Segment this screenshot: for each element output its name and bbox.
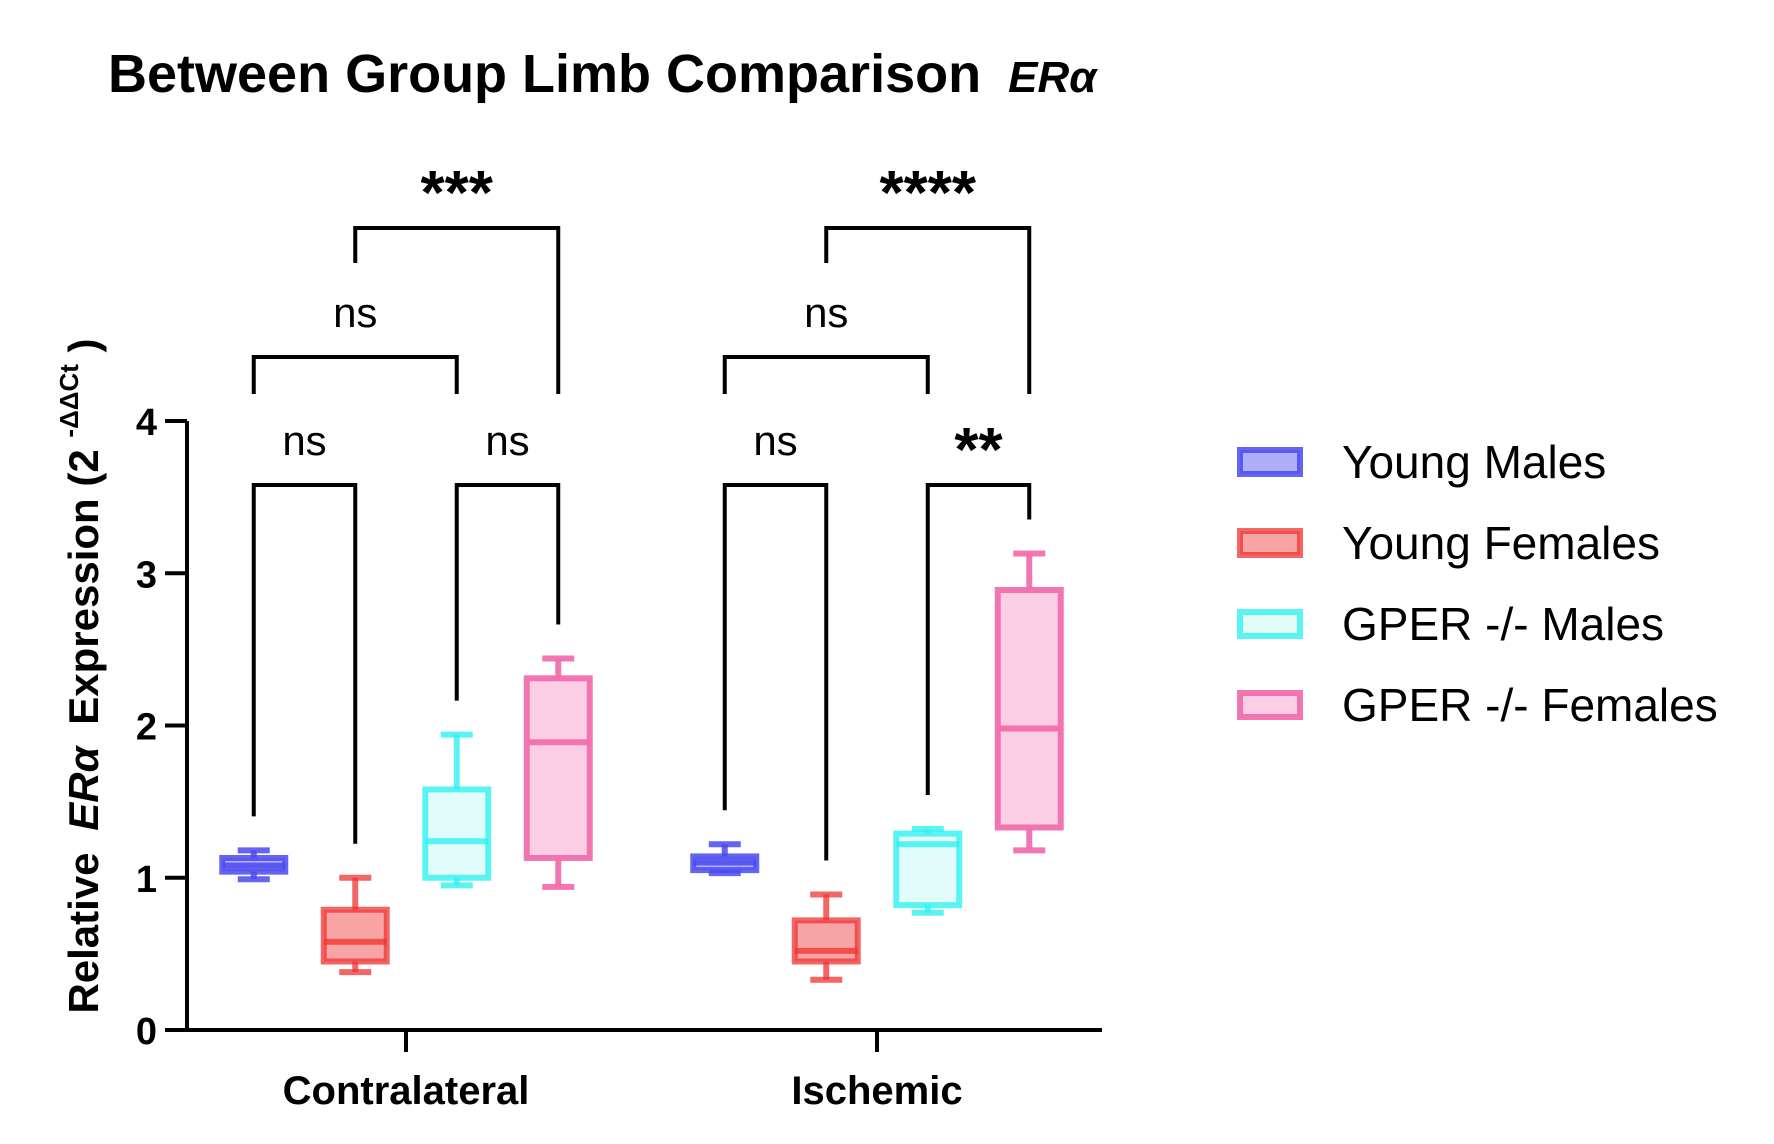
legend-item: GPER -/- Males	[1237, 598, 1664, 650]
bracket-line	[824, 226, 1032, 394]
box-series	[219, 550, 1064, 983]
chart-title-text: Between Group Limb Comparison	[108, 44, 981, 104]
box-1-0	[320, 874, 390, 976]
box-0-0	[219, 847, 289, 883]
significance-label: ns	[485, 417, 529, 464]
legend-item: Young Males	[1237, 436, 1606, 488]
comparison-bracket: ns	[251, 289, 459, 394]
chart-title-gene: ERα	[1008, 53, 1098, 102]
box-iqr	[994, 586, 1064, 831]
y-tick-label: 2	[136, 707, 157, 749]
legend-swatch	[1237, 609, 1303, 639]
legend-swatch	[1237, 447, 1303, 477]
bracket-line	[925, 483, 1032, 796]
bracket-line	[454, 483, 561, 701]
x-tick-label: Contralateral	[283, 1069, 530, 1113]
legend-label: Young Females	[1342, 517, 1660, 569]
legend-item: Young Females	[1237, 517, 1660, 569]
legend-label: GPER -/- Males	[1342, 598, 1664, 650]
y-axis-label: Relative ERα Expression (2 -ΔΔCt )	[40, 338, 107, 1013]
significance-label: ns	[282, 417, 326, 464]
comparison-bracket: ****	[824, 159, 1032, 394]
y-tick-label: 1	[136, 859, 157, 901]
y-axis-label-prefix: Relative	[60, 852, 107, 1013]
box-3-0	[523, 655, 593, 890]
comparison-bracket: ns	[722, 417, 829, 861]
y-axis-label-gene: ERα	[60, 744, 107, 830]
legend-label: Young Males	[1342, 436, 1606, 488]
chart-title: Between Group Limb Comparison ERα	[108, 44, 1098, 104]
box-2-1	[893, 826, 963, 916]
legend-item: GPER -/- Females	[1237, 679, 1718, 731]
box-iqr	[791, 917, 861, 965]
bracket-line	[251, 483, 358, 844]
significance-label: ***	[421, 159, 494, 228]
bracket-line	[722, 355, 930, 394]
y-tick-label: 3	[136, 554, 157, 596]
comparison-bracket: ns	[251, 417, 358, 844]
box-1-1	[791, 891, 861, 983]
comparison-bracket: ns	[454, 417, 561, 701]
significance-label: ns	[333, 289, 377, 336]
box-3-1	[994, 550, 1064, 854]
legend-swatch	[1237, 528, 1303, 558]
legend-label: GPER -/- Females	[1342, 679, 1718, 731]
box-iqr	[320, 906, 390, 965]
bracket-line	[722, 483, 829, 861]
box-2-0	[422, 731, 492, 889]
significance-label: ns	[804, 289, 848, 336]
significance-label: ns	[753, 417, 797, 464]
significance-label: **	[954, 416, 1003, 485]
legend-swatch	[1237, 690, 1303, 720]
box-iqr	[523, 675, 593, 861]
y-tick-label: 0	[136, 1011, 157, 1053]
significance-label: ****	[879, 159, 976, 228]
comparison-bracket: ***	[353, 159, 561, 394]
box-iqr	[422, 786, 492, 881]
y-tick-label: 4	[136, 402, 157, 444]
y-axis-label-suffix: Expression (2	[60, 449, 107, 724]
box-0-1	[690, 841, 760, 877]
bracket-line	[353, 226, 561, 394]
comparison-bracket: **	[925, 416, 1032, 796]
comparison-bracket: ns	[722, 289, 930, 394]
x-tick-label: Ischemic	[791, 1069, 962, 1113]
significance-brackets: ns ns ns *** ns ** ns ****	[251, 159, 1032, 861]
y-axis-label-close: )	[60, 338, 107, 352]
bracket-line	[251, 355, 459, 394]
y-axis-label-superscript: -ΔΔCt	[54, 364, 84, 438]
